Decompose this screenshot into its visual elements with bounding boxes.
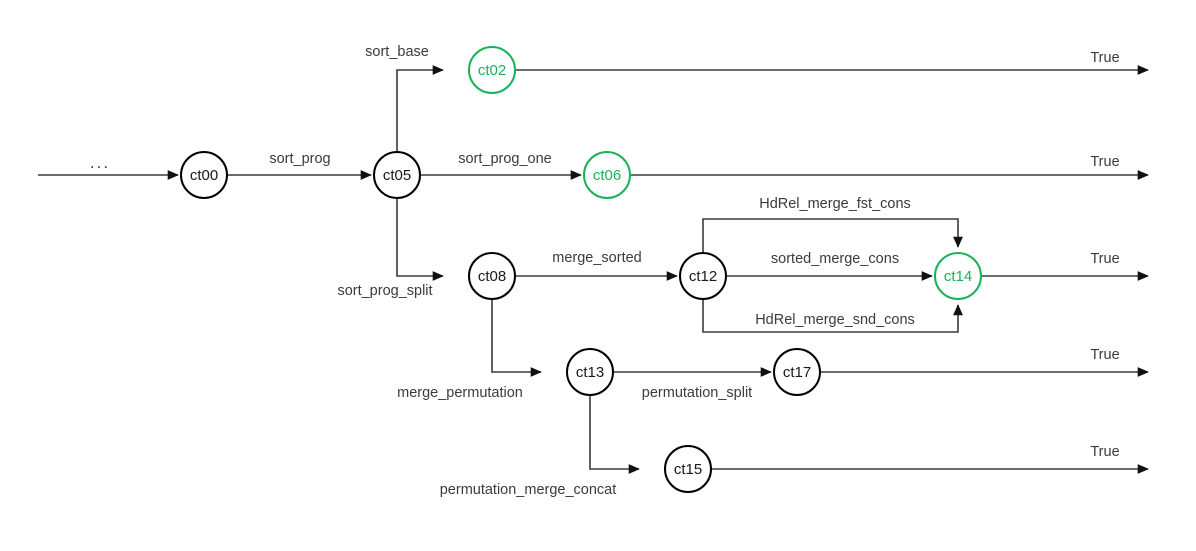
- node-ct12[interactable]: ct12: [679, 252, 727, 300]
- node-circle-ct06[interactable]: [583, 151, 631, 199]
- edge-label-true-ct17: True: [1090, 347, 1119, 363]
- edge-label-merge-sorted: merge_sorted: [552, 250, 641, 266]
- node-circle-ct14[interactable]: [934, 252, 982, 300]
- node-label-ct08: ct08: [478, 268, 506, 285]
- edge-ct08-ct13: [491, 299, 542, 377]
- ellipsis-label: ...: [90, 153, 110, 172]
- node-circle-ct02[interactable]: [468, 46, 516, 94]
- edge-label-hdrel-merge-snd-cons: HdRel_merge_snd_cons: [755, 312, 915, 328]
- node-ct05[interactable]: ct05: [373, 151, 421, 199]
- node-label-ct17: ct17: [783, 364, 811, 381]
- edge-label-permutation-merge-concat: permutation_merge_concat: [440, 482, 617, 498]
- edge-ct05-ct08: [396, 198, 444, 281]
- edge-label-sort-prog: sort_prog: [269, 151, 330, 167]
- node-ct02[interactable]: ct02: [468, 46, 516, 94]
- node-label-ct12: ct12: [689, 268, 717, 285]
- node-label-ct00: ct00: [190, 167, 218, 184]
- node-circle-ct13[interactable]: [566, 348, 614, 396]
- node-label-ct02: ct02: [478, 62, 506, 79]
- edge-label-sort-base: sort_base: [365, 44, 429, 60]
- edge-ct12-ct14-fst: [702, 218, 963, 253]
- node-label-ct13: ct13: [576, 364, 604, 381]
- node-label-ct14: ct14: [944, 268, 972, 285]
- node-ct06[interactable]: ct06: [583, 151, 631, 199]
- edge-label-hdrel-merge-fst-cons: HdRel_merge_fst_cons: [759, 196, 911, 212]
- node-circle-ct15[interactable]: [664, 445, 712, 493]
- node-ct14[interactable]: ct14: [934, 252, 982, 300]
- edge-ct13-ct15: [589, 395, 640, 474]
- edge-label-true-ct14: True: [1090, 251, 1119, 267]
- edge-label-true-ct06: True: [1090, 154, 1119, 170]
- node-label-ct05: ct05: [383, 167, 411, 184]
- node-circle-ct12[interactable]: [679, 252, 727, 300]
- node-ct15[interactable]: ct15: [664, 445, 712, 493]
- node-label-ct15: ct15: [674, 461, 702, 478]
- edge-label-sort-prog-split: sort_prog_split: [337, 283, 432, 299]
- edge-label-permutation-split: permutation_split: [642, 385, 752, 401]
- edge-ct05-ct02: [396, 65, 444, 152]
- edge-label-true-ct02: True: [1090, 50, 1119, 66]
- node-ct13[interactable]: ct13: [566, 348, 614, 396]
- edge-label-merge-permutation: merge_permutation: [397, 385, 523, 401]
- edge-label-sort-prog-one: sort_prog_one: [458, 151, 552, 167]
- node-label-ct06: ct06: [593, 167, 621, 184]
- node-ct08[interactable]: ct08: [468, 252, 516, 300]
- edge-label-sorted-merge-cons: sorted_merge_cons: [771, 251, 899, 267]
- node-ct00[interactable]: ct00: [180, 151, 228, 199]
- node-circle-ct08[interactable]: [468, 252, 516, 300]
- node-circle-ct17[interactable]: [773, 348, 821, 396]
- node-circle-ct00[interactable]: [180, 151, 228, 199]
- node-circle-ct05[interactable]: [373, 151, 421, 199]
- edge-label-true-ct15: True: [1090, 444, 1119, 460]
- edge-ct12-ct14-snd: [702, 299, 963, 333]
- node-ct17[interactable]: ct17: [773, 348, 821, 396]
